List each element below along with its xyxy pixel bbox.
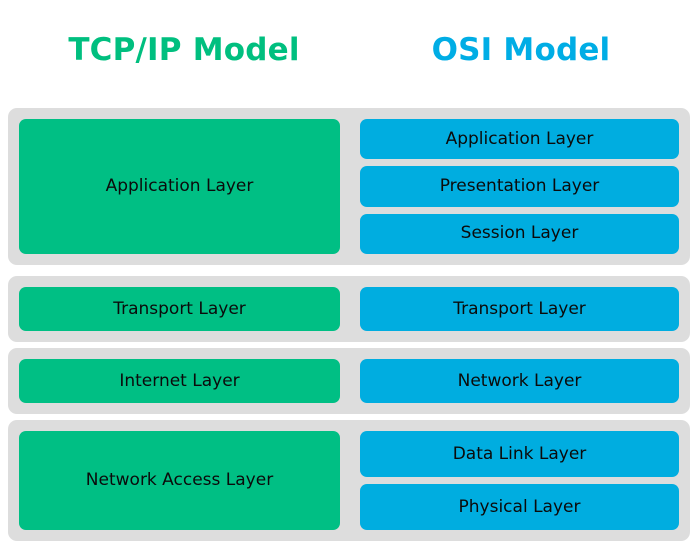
osi-layer-box[interactable]: Network Layer — [360, 359, 679, 403]
layer-row-application: Application Layer Application Layer Pres… — [8, 108, 690, 265]
osi-layer-box[interactable]: Physical Layer — [360, 484, 679, 530]
osi-layer-box[interactable]: Transport Layer — [360, 287, 679, 331]
osi-layer-box[interactable]: Session Layer — [360, 213, 679, 254]
tcpip-column-row-4: Network Access Layer — [19, 431, 340, 530]
osi-layer-box[interactable]: Data Link Layer — [360, 431, 679, 477]
layer-row-transport: Transport Layer Transport Layer — [8, 276, 690, 342]
diagram-header: TCP/IP Model OSI Model — [0, 0, 700, 105]
tcpip-column-row-1: Application Layer — [19, 119, 340, 254]
tcpip-model-title: TCP/IP Model — [68, 32, 300, 68]
layer-row-network-access: Network Access Layer Data Link Layer Phy… — [8, 420, 690, 541]
layer-row-internet-network: Internet Layer Network Layer — [8, 348, 690, 414]
osi-column-row-1: Application Layer Presentation Layer Ses… — [360, 119, 679, 254]
osi-column-row-4: Data Link Layer Physical Layer — [360, 431, 679, 530]
osi-model-title: OSI Model — [431, 32, 611, 68]
tcpip-layer-box[interactable]: Network Access Layer — [19, 431, 340, 530]
tcpip-layer-box[interactable]: Internet Layer — [19, 359, 340, 403]
osi-layer-box[interactable]: Application Layer — [360, 119, 679, 160]
tcpip-layer-box[interactable]: Transport Layer — [19, 287, 340, 331]
osi-layer-box[interactable]: Presentation Layer — [360, 166, 679, 207]
tcpip-column-row-3: Internet Layer — [19, 359, 340, 403]
osi-column-row-3: Network Layer — [360, 359, 679, 403]
tcpip-layer-box[interactable]: Application Layer — [19, 119, 340, 254]
tcpip-column-row-2: Transport Layer — [19, 287, 340, 331]
osi-column-row-2: Transport Layer — [360, 287, 679, 331]
